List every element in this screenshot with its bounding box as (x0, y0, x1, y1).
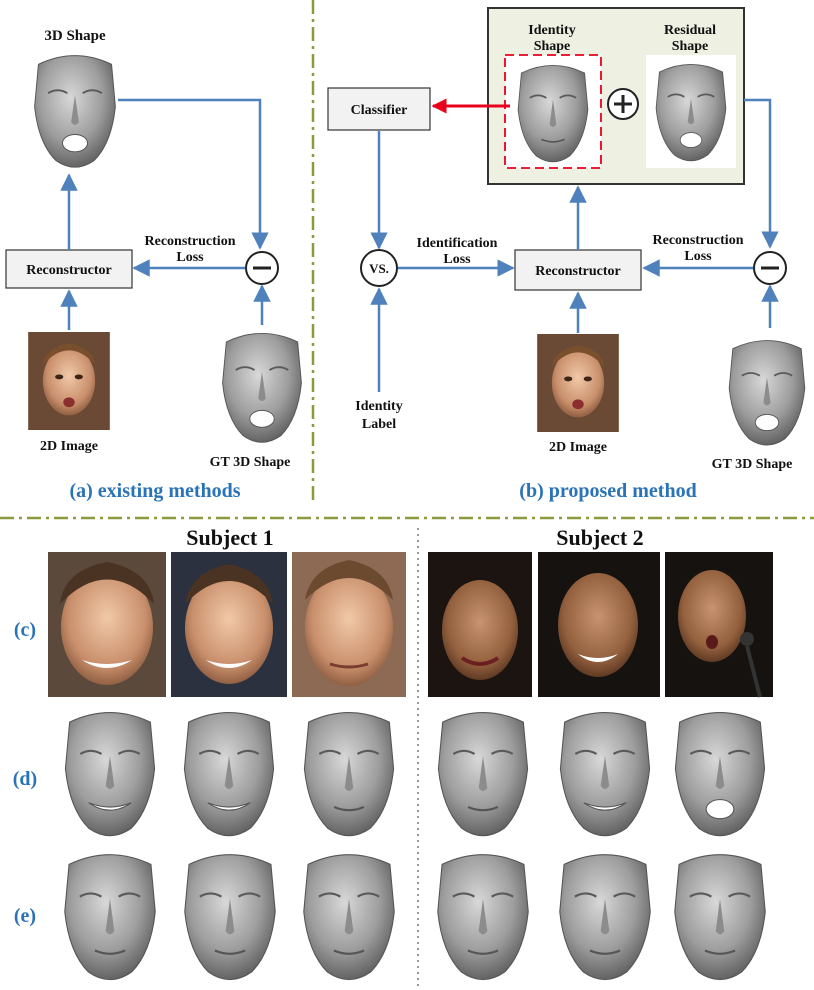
arrow-shape-to-minus (744, 98, 779, 249)
reconstructor-box (514, 249, 642, 291)
gt-label: GT 3D Shape (712, 457, 793, 472)
id-loss-label-2: Loss (443, 252, 471, 267)
caption-a: (a) existing methods (69, 480, 240, 502)
face-mesh-icon (436, 853, 530, 981)
rec-loss-label-2: Loss (684, 249, 712, 264)
subject-1-title: Subject 1 (186, 525, 273, 550)
panel-a: 3D Shape Reconstructor Reconstruction Lo… (5, 28, 303, 502)
face-mesh-icon (674, 711, 766, 837)
face-mesh-icon (559, 711, 651, 837)
shape-label: 3D Shape (44, 28, 106, 44)
microphone-icon (740, 632, 754, 646)
image-label: 2D Image (549, 440, 607, 455)
residual-label-1: Residual (664, 23, 716, 38)
face-photo-icon (442, 580, 518, 680)
face-mesh-icon (302, 853, 396, 981)
panel-b: Identity Shape Residual Shape Classifier… (327, 7, 806, 502)
subject-2-title: Subject 2 (556, 525, 643, 550)
row-e-label: (e) (14, 905, 36, 927)
face-photo-icon (537, 334, 619, 432)
vs-circle (360, 249, 398, 287)
classifier-label: Classifier (351, 103, 408, 118)
face-photo-icon (305, 570, 393, 686)
arrow-shape-to-minus (118, 98, 269, 250)
caption-b: (b) proposed method (519, 480, 696, 502)
face-photo-icon (558, 573, 638, 677)
row-d-label: (d) (13, 768, 37, 790)
row-e-meshes (63, 853, 767, 981)
face-photo-icon (61, 569, 153, 685)
gt-label: GT 3D Shape (210, 455, 291, 470)
face-mesh-icon (63, 853, 157, 981)
face-photo-icon (185, 572, 273, 684)
reconstructor-label: Reconstructor (535, 264, 621, 279)
vs-label: VS. (369, 261, 389, 276)
face-mesh-icon (221, 332, 303, 444)
residual-label-2: Shape (672, 39, 709, 54)
face-mesh-icon (64, 711, 156, 837)
rec-loss-label-1: Reconstruction (653, 233, 744, 248)
face-mesh-icon (183, 711, 275, 837)
identity-label-line-2: Label (362, 417, 396, 432)
face-mesh-icon (183, 853, 277, 981)
reconstructor-label: Reconstructor (26, 263, 112, 278)
row-c-photos (48, 552, 773, 698)
face-mesh-icon (437, 711, 529, 837)
loss-label-1: Reconstruction (145, 234, 236, 249)
classifier-box (327, 87, 431, 131)
face-mesh-icon (728, 339, 806, 446)
row-d-meshes (64, 711, 766, 837)
image-label: 2D Image (40, 439, 98, 454)
face-mesh-icon (558, 853, 652, 981)
identity-label-line-1: Identity (355, 399, 402, 414)
face-photo-icon (28, 332, 110, 430)
face-mesh-icon (303, 711, 395, 837)
identity-label-2: Shape (534, 39, 571, 54)
reconstructor-box (5, 249, 133, 289)
loss-label-2: Loss (176, 250, 204, 265)
identity-label-1: Identity (528, 23, 575, 38)
face-mesh-icon (673, 853, 767, 981)
subject-grid: Subject 1 Subject 2 (c) (d) (e) (13, 525, 773, 981)
face-photo-icon (678, 570, 746, 662)
id-loss-label-1: Identification (417, 236, 498, 251)
row-c-label: (c) (14, 619, 36, 641)
face-mesh-icon (33, 54, 117, 169)
